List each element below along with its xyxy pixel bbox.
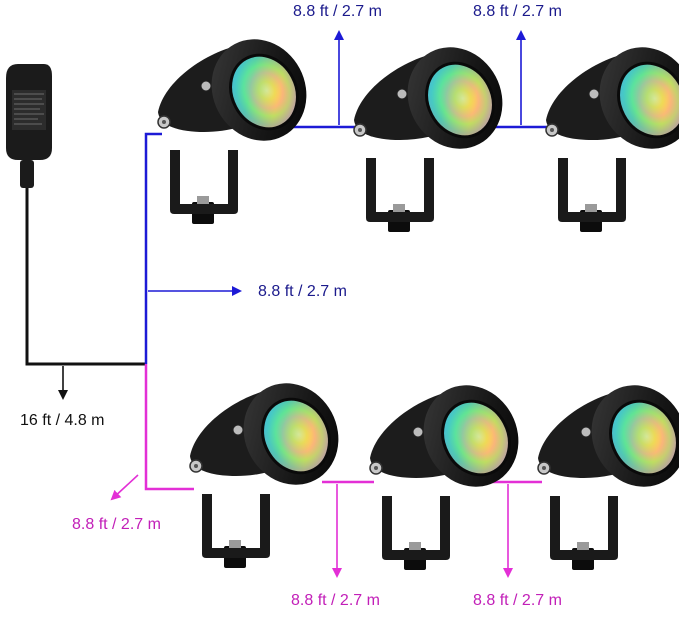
cable-length-label-top-1: 8.8 ft / 2.7 m — [293, 3, 382, 20]
spotlight-icon — [536, 366, 679, 572]
cable-length-label-bottom-left: 8.8 ft / 2.7 m — [72, 516, 161, 533]
cable-length-label-middle: 8.8 ft / 2.7 m — [258, 283, 347, 300]
spotlight-icon — [352, 28, 522, 234]
blue-cable-run — [144, 30, 556, 364]
spotlight-icon — [544, 28, 679, 234]
power-adapter-icon — [6, 64, 52, 188]
magenta-cable-run — [110, 364, 542, 578]
spotlight-icon — [156, 20, 326, 226]
spotlight-icon — [188, 364, 358, 570]
cable-length-label-top-2: 8.8 ft / 2.7 m — [473, 3, 562, 20]
cable-length-label-bottom-1: 8.8 ft / 2.7 m — [291, 592, 380, 609]
power-cable — [25, 188, 146, 400]
cable-length-label-bottom-2: 8.8 ft / 2.7 m — [473, 592, 562, 609]
power-cable-length-label: 16 ft / 4.8 m — [20, 412, 105, 429]
spotlight-icon — [368, 366, 538, 572]
